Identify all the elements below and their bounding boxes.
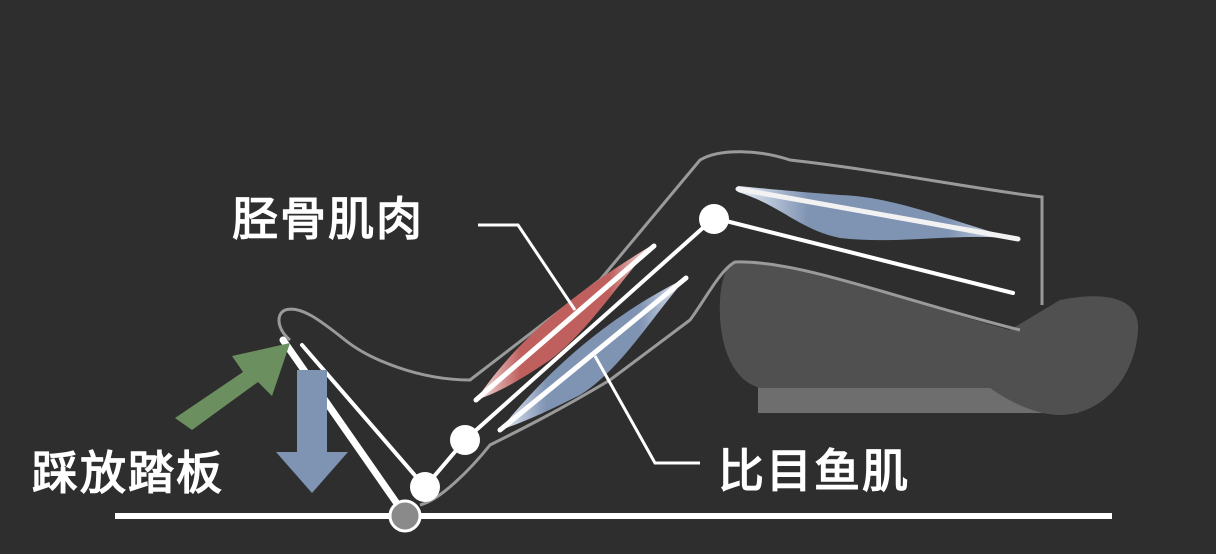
- tibialis-label: 胫骨肌肉: [232, 192, 424, 246]
- press-down-arrow-icon: [276, 370, 348, 493]
- leg-outline: [277, 150, 1044, 507]
- tibialis-leader-line: [478, 223, 577, 311]
- knee-joint: [699, 204, 729, 234]
- pedal-label: 踩放踏板: [32, 446, 224, 500]
- ankle-joint: [410, 472, 440, 502]
- thigh-muscle: [735, 186, 1021, 242]
- mid-joint: [450, 425, 480, 455]
- foot-line: [300, 343, 427, 489]
- pedal-pivot: [388, 499, 422, 533]
- soleus-leader-line: [593, 355, 700, 465]
- soleus-label: 比目鱼肌: [718, 444, 910, 498]
- soleus-muscle: [497, 275, 689, 433]
- seat-cushion: [719, 262, 1139, 415]
- pedal-plate: [279, 336, 409, 519]
- tibialis-muscle: [473, 243, 657, 403]
- tibia-bone: [463, 216, 716, 442]
- push-arrow-icon: [175, 343, 290, 430]
- femur-bone: [712, 216, 1015, 295]
